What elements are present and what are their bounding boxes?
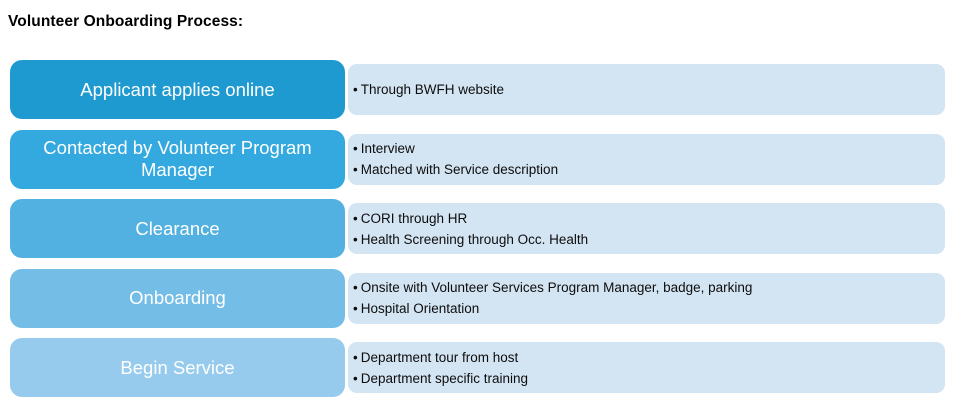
step-details: •Onsite with Volunteer Services Program … bbox=[348, 272, 945, 324]
bullet-item: •Onsite with Volunteer Services Program … bbox=[353, 277, 945, 298]
process-row: Begin Service •Department tour from host… bbox=[10, 338, 945, 397]
process-row: Applicant applies online •Through BWFH w… bbox=[10, 60, 945, 119]
bullet-list: •Through BWFH website bbox=[353, 79, 945, 100]
bullet-marker: • bbox=[353, 141, 358, 156]
bullet-marker: • bbox=[353, 162, 358, 177]
step-label: Contacted by Volunteer Program Manager bbox=[43, 137, 312, 180]
bullet-text: CORI through HR bbox=[360, 210, 468, 226]
step-box: Applicant applies online bbox=[10, 60, 345, 119]
bullet-text: Interview bbox=[360, 141, 415, 156]
bullet-marker: • bbox=[353, 280, 358, 295]
bullet-item: •CORI through HR bbox=[353, 208, 945, 229]
bullet-item: •Department specific training bbox=[353, 368, 945, 389]
bullet-marker: • bbox=[353, 82, 358, 97]
bullet-text: Onsite with Volunteer Services Program M… bbox=[360, 280, 753, 295]
step-label: Onboarding bbox=[129, 287, 226, 308]
bullet-marker: • bbox=[353, 370, 358, 386]
step-label: Begin Service bbox=[120, 356, 235, 378]
step-details: •CORI through HR•Health Screening throug… bbox=[348, 203, 945, 254]
process-row: Contacted by Volunteer Program Manager •… bbox=[10, 129, 945, 189]
step-label: Applicant applies online bbox=[80, 78, 275, 100]
bullet-item: •Matched with Service description bbox=[353, 159, 945, 180]
bullet-list: •Department tour from host•Department sp… bbox=[353, 347, 945, 389]
step-box: Onboarding bbox=[10, 268, 345, 328]
bullet-item: •Through BWFH website bbox=[353, 79, 945, 100]
process-rows: Applicant applies online •Through BWFH w… bbox=[10, 60, 945, 397]
step-label: Clearance bbox=[135, 217, 220, 239]
bullet-text: Health Screening through Occ. Health bbox=[360, 231, 589, 247]
step-box: Begin Service bbox=[10, 338, 345, 397]
step-details: •Department tour from host•Department sp… bbox=[348, 342, 945, 393]
page-title: Volunteer Onboarding Process: bbox=[8, 13, 244, 30]
bullet-text: Matched with Service description bbox=[360, 162, 559, 177]
process-row: Onboarding •Onsite with Volunteer Servic… bbox=[10, 268, 945, 328]
step-box: Clearance bbox=[10, 199, 345, 258]
bullet-item: •Department tour from host bbox=[353, 347, 945, 368]
step-details: •Interview•Matched with Service descript… bbox=[348, 133, 945, 185]
step-box: Contacted by Volunteer Program Manager bbox=[10, 129, 345, 189]
bullet-list: •Onsite with Volunteer Services Program … bbox=[353, 277, 945, 319]
bullet-item: •Hospital Orientation bbox=[353, 298, 945, 319]
bullet-marker: • bbox=[353, 231, 358, 247]
bullet-item: •Health Screening through Occ. Health bbox=[353, 229, 945, 250]
bullet-text: Through BWFH website bbox=[360, 82, 505, 97]
bullet-text: Department tour from host bbox=[360, 349, 519, 365]
bullet-marker: • bbox=[353, 210, 358, 226]
bullet-text: Hospital Orientation bbox=[360, 301, 480, 316]
step-details: •Through BWFH website bbox=[348, 64, 945, 115]
bullet-list: •Interview•Matched with Service descript… bbox=[353, 138, 945, 180]
bullet-item: •Interview bbox=[353, 138, 945, 159]
bullet-list: •CORI through HR•Health Screening throug… bbox=[353, 208, 945, 250]
bullet-marker: • bbox=[353, 349, 358, 365]
process-row: Clearance •CORI through HR•Health Screen… bbox=[10, 199, 945, 258]
bullet-text: Department specific training bbox=[360, 370, 529, 386]
bullet-marker: • bbox=[353, 301, 358, 316]
